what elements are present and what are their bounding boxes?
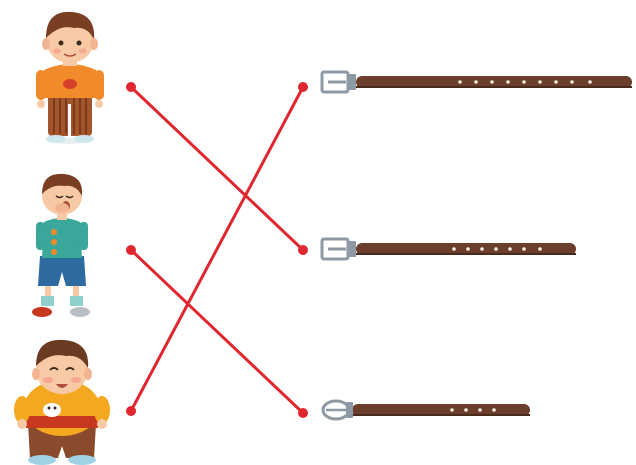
medium-belt-icon — [322, 239, 576, 259]
boy-yellow-shirt-brown-pants-icon — [14, 340, 110, 465]
connection-line-boy-fat-to-long-belt — [131, 87, 303, 411]
dot-medium-belt[interactable] — [298, 245, 308, 255]
dot-short-belt[interactable] — [298, 408, 308, 418]
dot-long-belt[interactable] — [298, 82, 308, 92]
connection-line-boy-tall-to-medium-belt — [131, 87, 303, 250]
connection-line-boy-thin-to-short-belt — [131, 250, 303, 413]
dot-boy-fat[interactable] — [126, 406, 136, 416]
connection-lines — [131, 87, 303, 413]
boy-teal-shirt-blue-shorts-icon — [32, 174, 90, 317]
boy-orange-shirt-striped-pants-icon — [36, 12, 104, 144]
dot-boy-tall[interactable] — [126, 82, 136, 92]
short-belt-icon — [323, 401, 530, 419]
long-belt-icon — [322, 72, 632, 92]
dot-boy-thin[interactable] — [126, 245, 136, 255]
